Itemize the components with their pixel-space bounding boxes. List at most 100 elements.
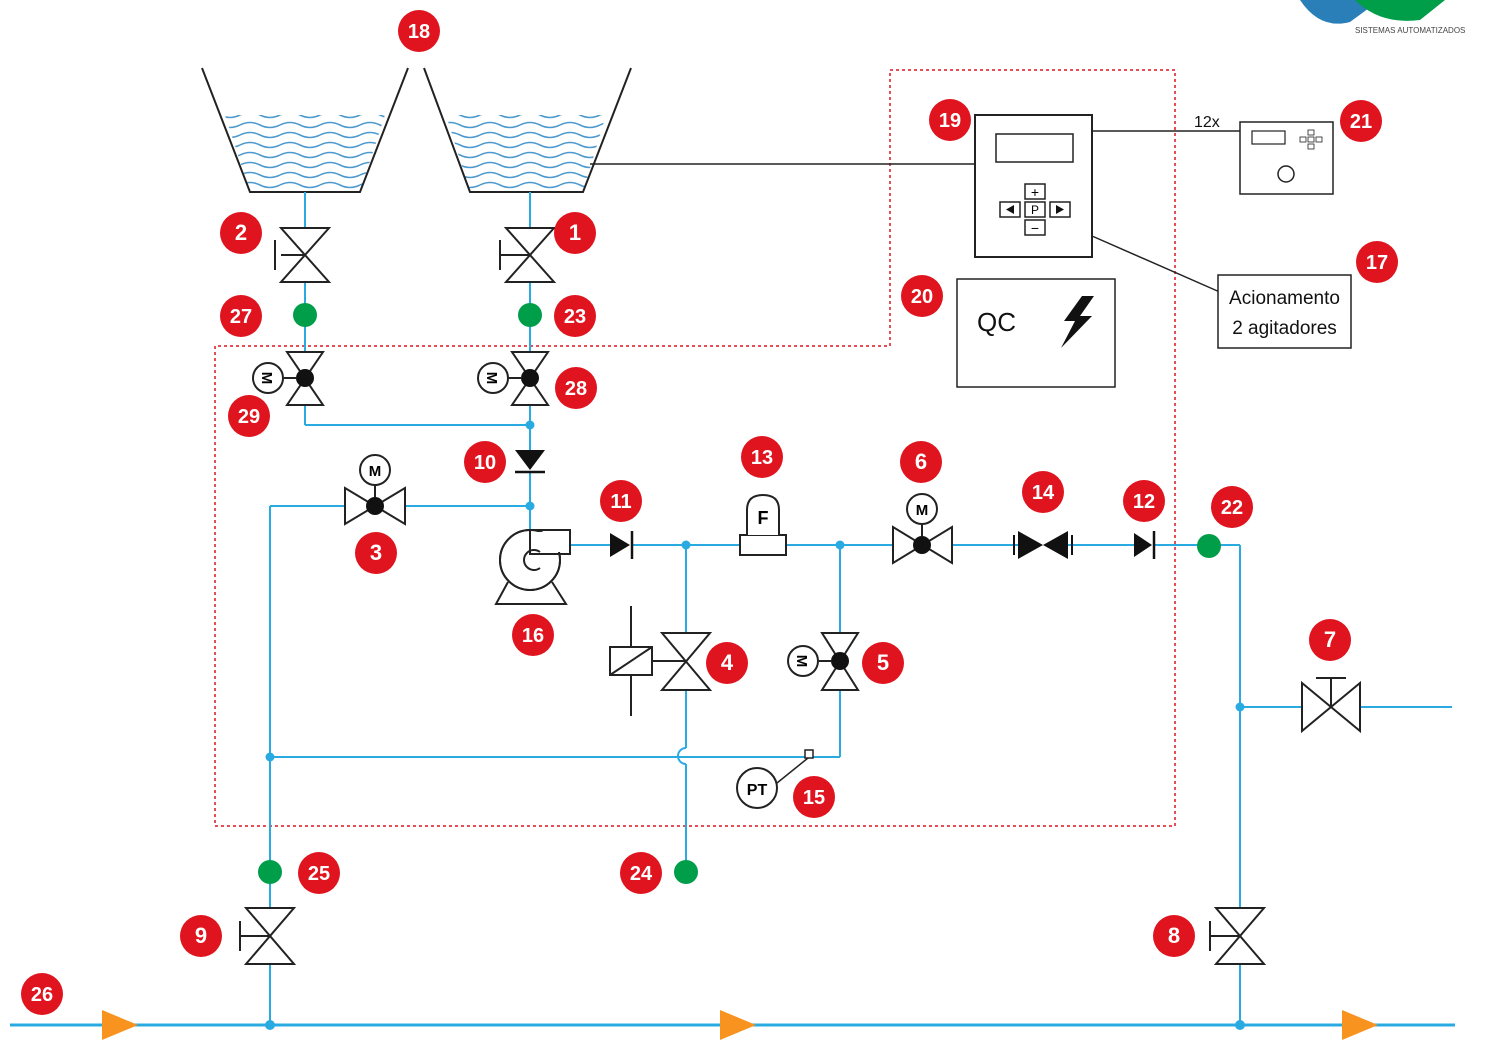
callout-badge-10 (464, 441, 506, 483)
callout-number-4: 4 (721, 650, 734, 675)
callout-badge-23 (554, 295, 596, 337)
manual-valve-8[interactable] (1209, 907, 1267, 965)
callout-number-5: 5 (877, 650, 889, 675)
flow-arrow-icon (102, 1010, 138, 1040)
inline-element-14 (1013, 531, 1073, 559)
callout-badge-8 (1153, 915, 1195, 957)
pump-16 (494, 529, 571, 605)
tank-right (423, 67, 632, 193)
callout-number-1: 1 (569, 220, 581, 245)
svg-text:M: M (483, 372, 500, 385)
callout-badge-2 (220, 212, 262, 254)
svg-text:P: P (1031, 203, 1039, 217)
callout-number-15: 15 (803, 787, 825, 809)
callout-badge-16 (512, 614, 554, 656)
svg-text:M: M (793, 655, 810, 668)
solenoid-valve-4[interactable] (609, 606, 713, 716)
callout-badge-29 (228, 395, 270, 437)
callout-number-3: 3 (370, 540, 382, 565)
motor-valve-5[interactable]: M (787, 632, 860, 691)
key-plus[interactable] (1024, 183, 1046, 200)
callout-number-7: 7 (1324, 627, 1336, 652)
callout-number-16: 16 (522, 625, 544, 647)
callout-number-20: 20 (911, 286, 933, 308)
node-25 (258, 860, 282, 884)
svg-text:M: M (258, 372, 275, 385)
motor-valve-29[interactable]: M (252, 351, 325, 406)
callout-badge-20 (901, 275, 943, 317)
sample-points (258, 303, 1221, 884)
callout-number-14: 14 (1032, 482, 1055, 504)
svg-text:PT: PT (747, 782, 768, 799)
callout-number-23: 23 (564, 306, 586, 328)
callout-badge-7 (1309, 619, 1351, 661)
check-valve-10 (515, 450, 545, 474)
callout-badge-17 (1356, 241, 1398, 283)
callout-number-17: 17 (1366, 252, 1388, 274)
callout-badge-24 (620, 852, 662, 894)
callout-number-29: 29 (238, 406, 260, 428)
svg-text:M: M (916, 502, 929, 519)
callout-number-19: 19 (939, 110, 961, 132)
callout-badge-26 (21, 973, 63, 1015)
callout-badge-5 (862, 642, 904, 684)
flow-arrows (102, 1010, 1378, 1040)
manual-valve-1[interactable] (499, 227, 557, 283)
callout-number-11: 11 (610, 491, 631, 513)
callout-badge-13 (741, 436, 783, 478)
callout-number-22: 22 (1221, 497, 1243, 519)
drive-box-17: Acionamento 2 agitadores (1217, 274, 1352, 349)
flow-arrow-icon (720, 1010, 756, 1040)
flow-meter-13: F (739, 493, 787, 556)
callout-badge-1 (554, 212, 596, 254)
motor-valve-28[interactable]: M (477, 351, 550, 406)
callout-badge-18 (398, 10, 440, 52)
callout-badge-21 (1340, 100, 1382, 142)
callout-number-21: 21 (1350, 111, 1372, 133)
callout-number-13: 13 (751, 447, 773, 469)
callout-number-9: 9 (195, 923, 207, 948)
callout-badge-3 (355, 532, 397, 574)
lightning-bolt-icon (1061, 296, 1094, 348)
manual-valve-9[interactable] (239, 907, 297, 965)
power-panel-20: QC (956, 278, 1116, 388)
callout-badge-12 (1123, 480, 1165, 522)
callout-number-25: 25 (308, 863, 330, 885)
logo-text: SISTEMAS AUTOMATIZADOS (1355, 26, 1465, 35)
callout-number-8: 8 (1168, 923, 1180, 948)
pressure-transmitter-15: PT (736, 749, 814, 809)
flow-arrow-icon (1342, 1010, 1378, 1040)
manual-valve-7[interactable] (1301, 677, 1361, 734)
motor-valve-3[interactable]: M (344, 454, 406, 526)
qc-label: QC (977, 307, 1016, 337)
check-valve-12 (1134, 531, 1156, 559)
drive-box-line2: 2 agitadores (1232, 318, 1337, 339)
callout-number-24: 24 (630, 863, 653, 885)
panel-boundary (214, 69, 1176, 827)
drive-box-line1: Acionamento (1229, 288, 1340, 309)
callout-number-6: 6 (915, 449, 927, 474)
callout-badge-11 (600, 480, 642, 522)
callout-badge-25 (298, 852, 340, 894)
callout-badge-15 (793, 776, 835, 818)
callout-badge-28 (555, 367, 597, 409)
manual-valve-2[interactable] (274, 227, 332, 283)
svg-text:−: − (1031, 220, 1039, 236)
callout-badge-6 (900, 441, 942, 483)
key-p[interactable] (1024, 201, 1046, 218)
left-arrow-icon (1006, 205, 1014, 214)
callout-number-2: 2 (235, 220, 247, 245)
node-24 (674, 860, 698, 884)
svg-text:+: + (1031, 184, 1039, 200)
callout-number-12: 12 (1133, 491, 1155, 513)
callout-badge-4 (706, 642, 748, 684)
callout-number-28: 28 (565, 378, 587, 400)
company-logo: SISTEMAS AUTOMATIZADOS (1300, 0, 1465, 35)
callout-number-18: 18 (408, 21, 430, 43)
svg-text:M: M (369, 463, 382, 480)
motor-valve-6[interactable]: M (892, 493, 953, 565)
svg-text:F: F (758, 508, 769, 528)
key-minus[interactable] (1024, 219, 1046, 236)
